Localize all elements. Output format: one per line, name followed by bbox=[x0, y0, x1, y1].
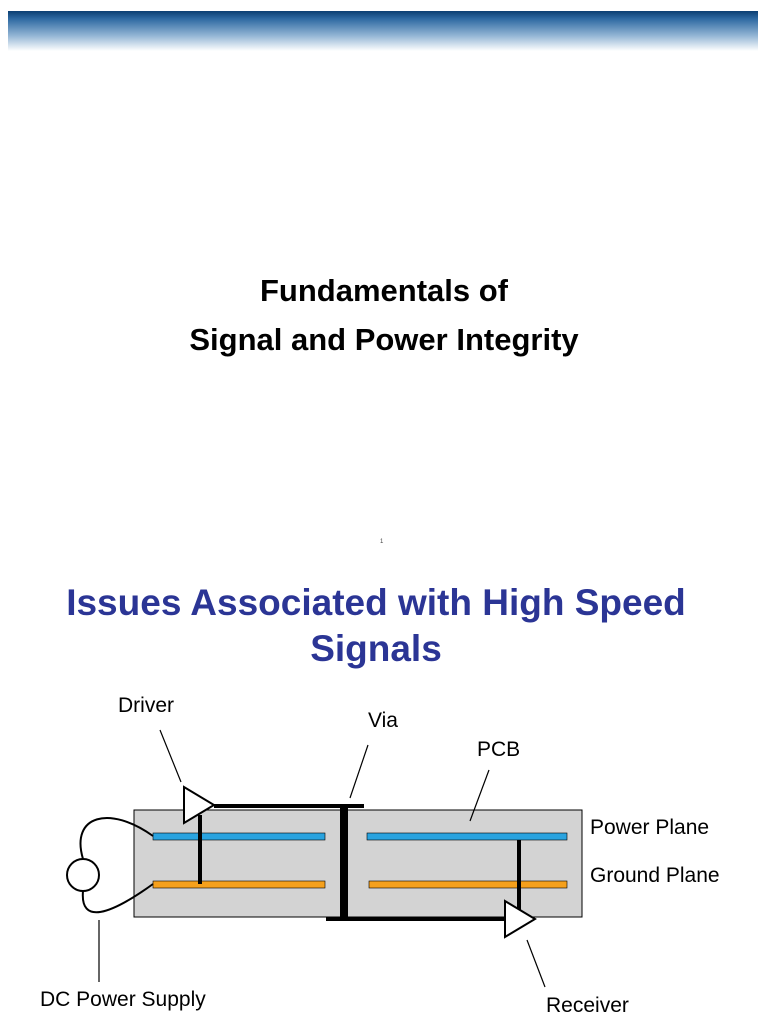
callout-receiver bbox=[526, 939, 546, 988]
ground-plane-left bbox=[152, 880, 326, 889]
power-plane-right bbox=[366, 832, 568, 841]
label-power-plane: Power Plane bbox=[590, 816, 710, 839]
power-plane-left bbox=[152, 832, 326, 841]
ground-plane-right bbox=[368, 880, 568, 889]
callout-driver bbox=[159, 729, 182, 783]
label-dc-power-supply: DC Power Supply bbox=[40, 988, 206, 1011]
slide-heading-line-1: Issues Associated with High Speed bbox=[66, 582, 686, 623]
callout-via bbox=[349, 744, 369, 799]
slide-title-line-2: Signal and Power Integrity bbox=[189, 322, 579, 357]
supply-wire-top bbox=[79, 817, 154, 860]
label-pcb: PCB bbox=[477, 738, 521, 761]
slide-heading: Issues Associated with High Speed Signal… bbox=[0, 580, 752, 672]
header-gradient-bar bbox=[8, 11, 758, 51]
slide-heading-line-2: Signals bbox=[310, 628, 442, 669]
dc-source-icon bbox=[66, 858, 100, 892]
page-number: 1 bbox=[380, 539, 384, 545]
driver-buffer-icon bbox=[183, 785, 216, 825]
supply-wire-bottom bbox=[81, 883, 154, 914]
via-barrel bbox=[340, 805, 348, 917]
label-driver: Driver bbox=[118, 694, 174, 717]
label-receiver: Receiver bbox=[546, 994, 629, 1017]
receiver-buffer-icon bbox=[504, 899, 537, 939]
label-ground-plane: Ground Plane bbox=[590, 864, 720, 887]
callout-pcb bbox=[469, 769, 490, 822]
slide-title-line-1: Fundamentals of bbox=[259, 273, 508, 308]
label-via: Via bbox=[368, 709, 398, 732]
pcb-board bbox=[133, 809, 583, 918]
